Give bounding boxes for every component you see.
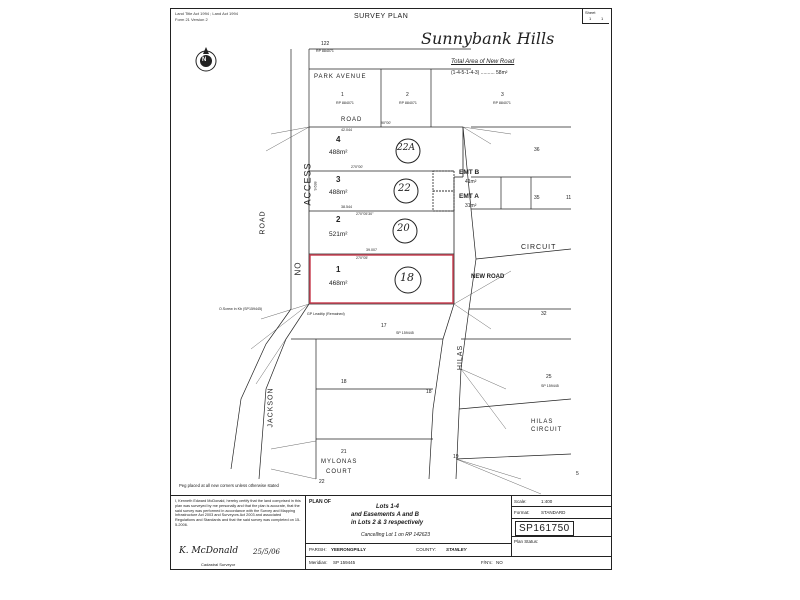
distance-lot2: 39.007: [366, 248, 377, 252]
fn-value: NO: [496, 560, 503, 565]
street-court: COURT: [326, 469, 353, 475]
bearing-lot1: 270°05': [356, 256, 369, 260]
new-road-area-formula: (1-4-5-1-4-3) .......... 58m²: [451, 70, 508, 76]
cadastral-surveyor-label: Cadastral Surveyor: [201, 562, 236, 567]
cancelling-note: Cancelling Lot 1 on RP 142623: [361, 532, 431, 538]
adj-lot-36: 36: [534, 147, 540, 153]
plan-title: SURVEY PLAN: [354, 13, 409, 20]
handwritten-suburb: Sunnybank Hills: [421, 29, 555, 48]
signature-date: 25/5/06: [253, 548, 280, 556]
note-oscrew: O.Screw in Kb (SP159445): [219, 307, 263, 311]
adj-lot-11: 11: [566, 195, 572, 201]
distance-lot3: 38.544: [341, 205, 352, 209]
bearing-top: 90°00': [381, 121, 392, 125]
street-circuit-top: CIRCUIT: [521, 244, 557, 251]
bearing-lot2: 270°05'30": [356, 212, 374, 216]
surveyor-signature: K. McDonald: [179, 546, 239, 556]
lot-2-area: 521m²: [329, 231, 348, 238]
hand-lot-2: 20: [397, 223, 410, 234]
street-hilas: HILAS: [457, 344, 465, 371]
plan-desc-3: in Lots 2 & 3 respectively: [351, 520, 424, 526]
distance-top: 42.044: [341, 128, 352, 132]
format-label: Format:: [514, 510, 530, 515]
north-arrow-icon: [195, 47, 217, 72]
county-value: STANLEY: [446, 547, 467, 552]
easement-a-label: EMT A: [459, 193, 479, 200]
street-circuit-lower: CIRCUIT: [531, 427, 563, 433]
scale-label: Scale:: [514, 499, 527, 504]
lot-4-number: 4: [336, 135, 341, 144]
easement-b-label: EMT B: [459, 169, 480, 176]
adj-rp-3: RP 884071: [493, 101, 511, 105]
easement-b-area: 41m²: [465, 179, 477, 185]
scale-value: 1:400: [541, 499, 553, 504]
bearing-lot4: 270°00': [351, 165, 364, 169]
street-park-avenue: PARK AVENUE: [314, 74, 367, 80]
adj-rp-2: RP 884071: [399, 101, 417, 105]
plan-drawing: [195, 47, 572, 495]
act-header: Land Title Act 1994 ; Land Act 1994: [175, 11, 238, 16]
plan-desc-2: and Easements A and B: [351, 512, 419, 518]
adj-lot-21: 21: [341, 449, 347, 455]
lot-2-number: 2: [336, 215, 341, 224]
county-label: COUNTY:: [416, 547, 437, 552]
adj-lot-2: 2: [406, 92, 409, 98]
adj-lot-18a: 18: [341, 379, 347, 385]
new-road-label: NEW ROAD: [471, 274, 505, 280]
north-label: N: [202, 57, 207, 63]
adj-lot-22: 22: [319, 479, 325, 485]
street-road-left: ROAD: [259, 210, 267, 235]
adj-lot-17: 17: [381, 323, 387, 329]
street-access: ACCESS: [302, 162, 313, 206]
adj-sp-17: SP 159445: [396, 331, 414, 335]
sheet-number-box: Sheet 1 1: [582, 9, 609, 24]
hand-lot-3: 22: [398, 183, 411, 194]
distance-left: 9.638: [313, 181, 318, 191]
lot-3-number: 3: [336, 175, 341, 184]
adj-lot-32: 32: [541, 311, 547, 317]
survey-plan-sheet: Land Title Act 1994 ; Land Act 1994 Form…: [170, 8, 612, 570]
hand-lot-1: 18: [400, 271, 414, 284]
fn-label: F/N's:: [481, 560, 493, 565]
plan-number: SP161750: [515, 521, 574, 536]
street-no: NO: [293, 261, 303, 276]
adj-lot-3: 3: [501, 92, 504, 98]
adj-rp-1: RP 884071: [336, 101, 354, 105]
adj-lot-18b: 18: [426, 389, 432, 395]
note-gp-leadtip: GP Leadtip (Remained): [307, 312, 345, 316]
adj-lot-35: 35: [534, 195, 540, 201]
hand-lot-4: 22A: [397, 143, 415, 153]
adj-lot-122: 122: [321, 41, 330, 47]
easement-a-area: 31m²: [465, 203, 477, 209]
plan-desc-1: Lots 1-4: [376, 504, 400, 510]
lot-1-area: 468m²: [329, 280, 348, 287]
format-value: STANDARD: [541, 510, 566, 515]
form-version: Form 21 Version 2: [175, 17, 208, 22]
lot-4-area: 488m²: [329, 149, 348, 156]
meridian-label: Meridian:: [309, 560, 328, 565]
adj-lot-19: 19: [453, 454, 459, 460]
new-road-area-title: Total Area of New Road: [451, 59, 515, 65]
street-jackson: JACKSON: [267, 387, 275, 428]
adj-lot-5: 5: [576, 471, 579, 477]
parish-label: PARISH:: [309, 547, 327, 552]
meridian-value: SP 159445: [333, 560, 356, 565]
lot-1-number: 1: [336, 265, 341, 274]
street-road-top: ROAD: [341, 117, 363, 123]
adj-rp-122: RP 884071: [316, 49, 334, 53]
street-mylonas: MYLONAS: [321, 459, 358, 465]
street-hilas-lower: HILAS: [531, 419, 554, 425]
adj-lot-25: 25: [546, 374, 552, 380]
plan-status-label: Plan Status:: [514, 539, 539, 544]
adj-sp-25: SP 159445: [541, 384, 559, 388]
surveyor-certificate: I, Kenneth Edward McDonald, hereby certi…: [175, 499, 301, 527]
parish-value: YEERONGPILLY: [331, 547, 366, 552]
lot-1-highlight: [309, 254, 454, 304]
plan-of-label: PLAN OF: [309, 499, 331, 505]
lot-3-area: 488m²: [329, 189, 348, 196]
adj-lot-1: 1: [341, 92, 344, 98]
pegs-note: Peg placed at all new corners unless oth…: [179, 483, 279, 488]
title-block: I, Kenneth Edward McDonald, hereby certi…: [171, 495, 611, 570]
